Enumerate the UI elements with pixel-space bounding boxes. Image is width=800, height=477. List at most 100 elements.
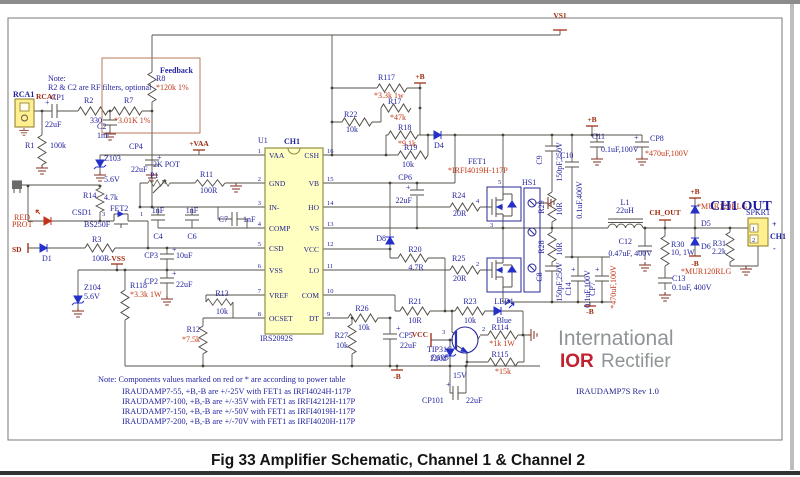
capacitor-cp6 — [409, 189, 425, 196]
d5-ref: D5 — [701, 219, 711, 228]
r25-ref: R25 — [452, 254, 465, 263]
cp7-val: *470uF,100V — [609, 265, 618, 309]
capacitor-c10 — [564, 161, 580, 168]
rca1-connector — [14, 98, 35, 128]
pot-name: P1 — [150, 171, 158, 180]
resistor-r23 — [454, 306, 486, 316]
note-title: Note: Components values marked on red or… — [98, 375, 346, 384]
pin3: 3 — [258, 200, 261, 207]
fet1-bottom-box — [486, 257, 522, 293]
led1-arrows — [504, 299, 515, 309]
r18-ref: R18 — [398, 123, 411, 132]
plus-c14: + — [571, 265, 576, 274]
r21-val: 10R — [408, 316, 422, 325]
cp6-val: 22uF — [396, 196, 413, 205]
sd-net: SD — [12, 245, 22, 254]
pin12: 12 — [327, 241, 334, 248]
c4-val: 1nF — [152, 206, 165, 215]
plus-cp2: + — [172, 269, 177, 278]
bplus-c11: +B — [587, 115, 596, 124]
red-label: RED — [14, 213, 30, 222]
r8-ref: R8 — [156, 74, 165, 83]
pin14: 14 — [327, 200, 334, 207]
plus-cp4: + — [157, 153, 162, 162]
red-prot-arrow — [35, 209, 41, 215]
c9-ref: C9 — [535, 155, 544, 164]
led1-val: Blue — [496, 316, 512, 325]
r115-val: *15k — [495, 367, 511, 376]
pin16: 16 — [327, 148, 334, 155]
icn-ho: HO — [308, 203, 319, 212]
feedback-box — [101, 57, 201, 134]
r31-ref: R31 — [713, 239, 726, 248]
icn-dt: DT — [309, 314, 319, 323]
cp6-ref: CP6 — [398, 173, 412, 182]
spkr1-ref: SPKR1 — [746, 208, 770, 217]
r21-ref: R21 — [408, 297, 421, 306]
resistor-r31 — [725, 231, 735, 263]
resistor-r12 — [198, 325, 208, 355]
note-line-3: IRAUDAMP7-150, +B,-B are +/-50V with FET… — [122, 407, 356, 416]
fet2-p3: 3 — [102, 211, 105, 218]
r28-ref: R28 — [537, 240, 546, 253]
r29-val: 10R — [555, 202, 564, 216]
tip31c: TIP31C — [427, 345, 452, 354]
c13-val: 0.1uF, 400V — [672, 283, 712, 292]
u1-ref: U1 — [258, 136, 268, 145]
rca1-name: RCA1 — [13, 90, 34, 99]
plus-cp1: + — [45, 98, 50, 107]
cp2-val: 22uF — [176, 280, 193, 289]
r12-ref: R12 — [187, 325, 200, 334]
c10-val: 0.1uF,400V — [575, 181, 584, 219]
cp4-val: 22uF — [131, 165, 148, 174]
note-line-2: IRAUDAMP7-100, +B,-B are +/-35V with FET… — [122, 397, 356, 406]
transistor-q105 — [451, 326, 479, 354]
mur-d5: *MUR120RLG — [697, 202, 747, 211]
r114-ref: R114 — [491, 323, 508, 332]
r24-ref: R24 — [452, 191, 465, 200]
bminus-right: -B — [586, 307, 594, 316]
r8-val: *120k 1% — [156, 83, 189, 92]
plus-cp7: + — [595, 265, 600, 274]
vcc-net: VCC — [412, 330, 428, 339]
cp5-val: 22uF — [400, 341, 417, 350]
figure-caption: Fig 33 Amplifier Schematic, Channel 1 & … — [211, 452, 585, 469]
icn-in: IN- — [269, 203, 280, 212]
pin6: 6 — [258, 263, 262, 270]
schematic-frame — [7, 17, 783, 441]
r22-ref: R22 — [344, 110, 357, 119]
pin9: 9 — [327, 311, 330, 318]
r3-ref: R3 — [92, 235, 101, 244]
z104-ref: Z104 — [84, 283, 101, 292]
r115-ref: R115 — [491, 350, 508, 359]
spkr-minus: - — [773, 244, 776, 253]
capacitor-c6 — [184, 214, 200, 221]
r14-val: 4.7k — [104, 193, 118, 202]
z104-val: 5.6V — [84, 292, 100, 301]
r7-val: *3.01K 1% — [114, 116, 151, 125]
plus-cp8: + — [634, 133, 639, 142]
c8-val: 150pF,250V — [555, 262, 564, 302]
resistor-r21 — [399, 306, 431, 316]
r30-val: 10, 1W — [671, 248, 695, 257]
r114-val: *1k 1W — [489, 339, 515, 348]
cp4-ref: CP4 — [129, 142, 143, 151]
vaa-net: +VAA — [189, 139, 209, 148]
r17-ref: R17 — [388, 97, 401, 106]
resistor-r27 — [347, 323, 357, 355]
vs1-net: VS1 — [553, 11, 567, 20]
r117-ref: R117 — [378, 73, 395, 82]
board-revision: IRAUDAMP7S Rev 1.0 — [576, 386, 659, 396]
r19-ref: R19 — [404, 143, 417, 152]
r13-ref: R13 — [215, 289, 228, 298]
icn-vss: VSS — [269, 266, 283, 275]
spkr1-connector — [747, 217, 769, 247]
r26-ref: R26 — [355, 304, 368, 313]
q105-ref: Q105 — [431, 353, 449, 362]
z103-ref: Z103 — [104, 154, 121, 163]
icn-csh: CSH — [304, 151, 319, 160]
resistor-r13 — [205, 298, 234, 306]
fet2-ref: FET2 — [110, 204, 128, 213]
fet1-val: *IRFI4019H-117P — [448, 166, 508, 175]
